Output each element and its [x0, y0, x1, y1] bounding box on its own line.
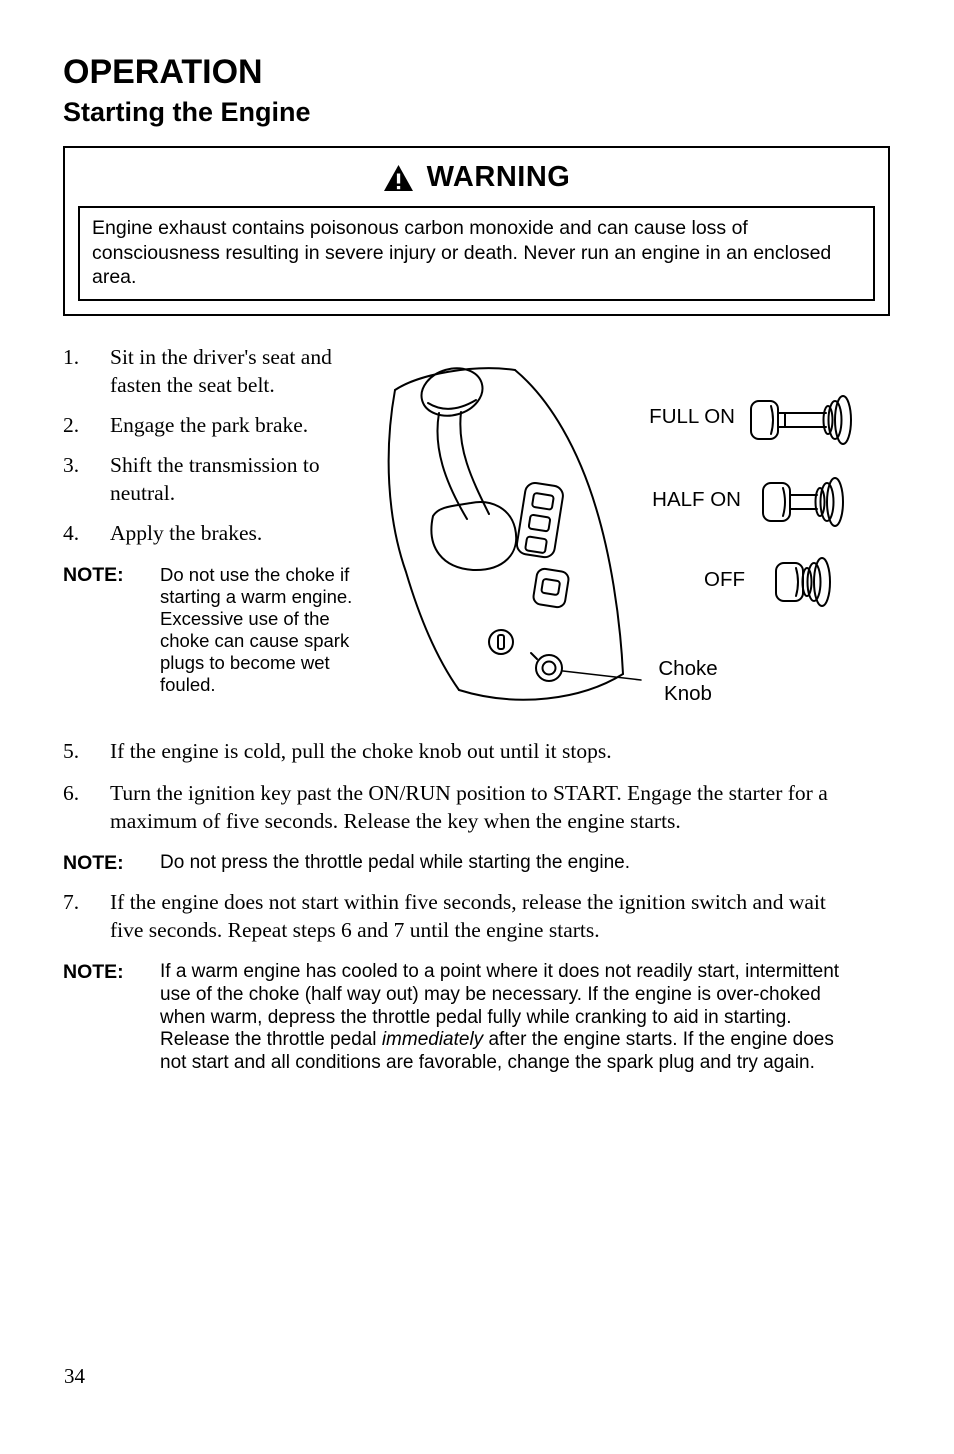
full-on-knob-drawing: [750, 394, 852, 445]
step-item: 1. Sit in the driver's seat and fasten t…: [63, 344, 369, 400]
note-label: NOTE:: [63, 563, 124, 586]
choke-knob-drawing: [530, 651, 563, 682]
console-outline-drawing: [387, 367, 624, 701]
step-text: Engage the park brake.: [110, 412, 309, 437]
note-block: NOTE: Do not press the throttle pedal wh…: [63, 852, 890, 875]
warning-text: Engine exhaust contains poisonous carbon…: [78, 206, 875, 301]
off-knob-drawing: [775, 556, 831, 607]
note-text: If a warm engine has cooled to a point w…: [160, 961, 890, 1075]
step-number: 7.: [63, 890, 80, 915]
warning-header: WARNING: [65, 148, 888, 206]
warning-box: WARNING Engine exhaust contains poisonou…: [63, 146, 890, 316]
note-text: Do not press the throttle pedal while st…: [160, 851, 631, 873]
step-text: If the engine is cold, pull the choke kn…: [110, 738, 612, 763]
note-block: NOTE: If a warm engine has cooled to a p…: [63, 961, 890, 1075]
figure-label-choke-knob: Choke Knob: [658, 656, 718, 705]
figure-label-full-on: FULL ON: [649, 404, 735, 428]
console-illustration: [387, 367, 852, 701]
step-item: 5. If the engine is cold, pull the choke…: [63, 738, 890, 766]
page-number: 34: [64, 1364, 85, 1388]
step-text: Turn the ignition key past the ON/RUN po…: [110, 780, 828, 833]
step-item: 2. Engage the park brake.: [63, 412, 369, 440]
step-number: 1.: [63, 344, 80, 369]
note-text-part: after the engine starts. If the engine d…: [160, 1029, 834, 1074]
two-column-section: 1. Sit in the driver's seat and fasten t…: [63, 344, 890, 738]
step-number: 4.: [63, 520, 80, 545]
figure-label-half-on: HALF ON: [652, 487, 741, 511]
note-label: NOTE:: [63, 960, 124, 983]
step-number: 6.: [63, 780, 80, 805]
choke-leader-line: [562, 670, 642, 681]
page-title: OPERATION: [63, 53, 263, 91]
note-label: NOTE:: [63, 851, 124, 874]
ignition-switch-drawing: [488, 628, 514, 655]
note-block: NOTE: Do not use the choke if starting a…: [63, 564, 369, 697]
step-item: 3. Shift the transmission to neutral.: [63, 452, 369, 508]
step-number: 2.: [63, 412, 80, 437]
note-text-part: If a warm engine has cooled to a point w…: [160, 960, 840, 1051]
step-item: 6. Turn the ignition key past the ON/RUN…: [63, 780, 890, 836]
lower-panel-drawing: [532, 567, 570, 609]
step-item: 4. Apply the brakes.: [63, 520, 369, 548]
steps-full-width: 5. If the engine is cold, pull the choke…: [63, 738, 890, 1075]
switch-panel-drawing: [515, 481, 564, 559]
step-number: 3.: [63, 452, 80, 477]
half-on-knob-drawing: [762, 476, 844, 527]
choke-knob-figure: FULL ON HALF ON OFF Choke Knob: [379, 356, 891, 738]
warning-icon: [383, 164, 414, 192]
step-text: Sit in the driver's seat and fasten the …: [110, 344, 332, 397]
step-item: 7. If the engine does not start within f…: [63, 889, 890, 945]
section-title: Starting the Engine: [63, 97, 311, 128]
step-text: Apply the brakes.: [110, 520, 263, 545]
gear-shifter-drawing: [420, 367, 490, 520]
step-text: Shift the transmission to neutral.: [110, 452, 320, 505]
warning-label: WARNING: [426, 160, 571, 193]
steps-column: 1. Sit in the driver's seat and fasten t…: [63, 344, 369, 711]
note-text-italic: immediately: [381, 1029, 484, 1051]
step-number: 5.: [63, 738, 80, 763]
note-text: Do not use the choke if starting a warm …: [160, 563, 353, 696]
figure-label-off: OFF: [704, 567, 745, 591]
step-text: If the engine does not start within five…: [110, 890, 826, 943]
